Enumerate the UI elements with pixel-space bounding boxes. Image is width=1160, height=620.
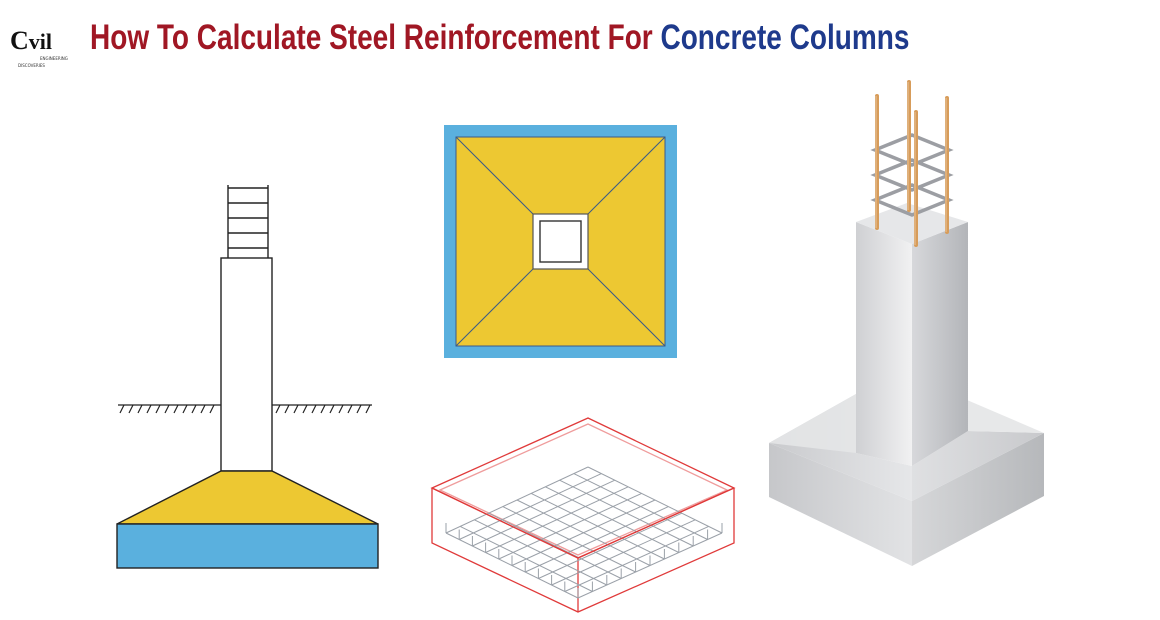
ground-hatch-tick — [365, 404, 371, 414]
ground-hatch-tick — [320, 404, 326, 414]
ground-hatch-tick — [284, 404, 290, 414]
mesh-bar — [577, 532, 723, 599]
ground-hatch-tick — [191, 404, 197, 414]
ground-hatch-tick — [164, 404, 170, 414]
footing-elevation — [116, 185, 379, 569]
column-3d-render — [769, 80, 1044, 566]
plan-column-inner — [539, 220, 582, 263]
column-rebar-ladder — [227, 185, 269, 258]
ground-hatch-tick — [146, 404, 152, 414]
ground-hatch-tick — [155, 404, 161, 414]
ground-hatch-tick — [302, 404, 308, 414]
mesh-bar — [524, 506, 669, 573]
ground-hatch-tick — [329, 404, 335, 414]
footing-slope-elevation — [116, 470, 379, 525]
column-stirrups — [870, 133, 954, 217]
footing-rebar-mesh — [430, 417, 736, 613]
logo: Cvil ENGINEERING DISCOVERIES — [10, 28, 70, 72]
column-rebars — [875, 80, 949, 247]
ground-hatch-tick — [293, 404, 299, 414]
ground-hatch-tick — [137, 404, 143, 414]
ground-hatch-tick — [311, 404, 317, 414]
ground-hatch-tick — [182, 404, 188, 414]
column-elevation — [220, 257, 273, 472]
mesh-bar — [545, 486, 680, 553]
ground-hatch-tick — [347, 404, 353, 414]
title-part-2: Concrete Columns — [660, 18, 910, 57]
base-right-face — [912, 433, 1044, 566]
page-title: How To Calculate Steel Reinforcement For… — [90, 10, 909, 66]
mesh-bar — [551, 519, 696, 586]
mesh-bar — [530, 492, 665, 560]
mesh-bar — [511, 499, 656, 566]
mesh-bar — [559, 479, 694, 547]
ground-hatch-tick — [356, 404, 362, 414]
mesh-bar — [538, 512, 683, 579]
ground-hatch — [118, 404, 372, 414]
ground-hatch-tick — [200, 404, 206, 414]
footing-base-elevation — [116, 523, 379, 569]
slope-front-right — [912, 431, 1044, 501]
ground-hatch-tick — [338, 404, 344, 414]
logo-wordmark: Cvil — [10, 26, 53, 55]
base-left-face — [769, 443, 912, 566]
column-top-face — [856, 203, 968, 244]
mesh-bar — [564, 525, 709, 592]
logo-tagline-2: DISCOVERIES — [18, 63, 45, 68]
column-left-face — [856, 222, 912, 466]
footing-plan-view — [444, 125, 677, 358]
ground-hatch-tick — [119, 404, 125, 414]
title-part-1: How To Calculate Steel Reinforcement For — [90, 18, 661, 57]
ground-hatch-tick — [128, 404, 134, 414]
mesh-bar — [573, 473, 708, 540]
ground-hatch-tick — [275, 404, 281, 414]
mesh-bar — [587, 466, 723, 534]
column-right-face — [912, 222, 968, 466]
ground-hatch-tick — [173, 404, 179, 414]
ground-hatch-tick — [209, 404, 215, 414]
logo-tagline-1: ENGINEERING — [40, 56, 68, 61]
